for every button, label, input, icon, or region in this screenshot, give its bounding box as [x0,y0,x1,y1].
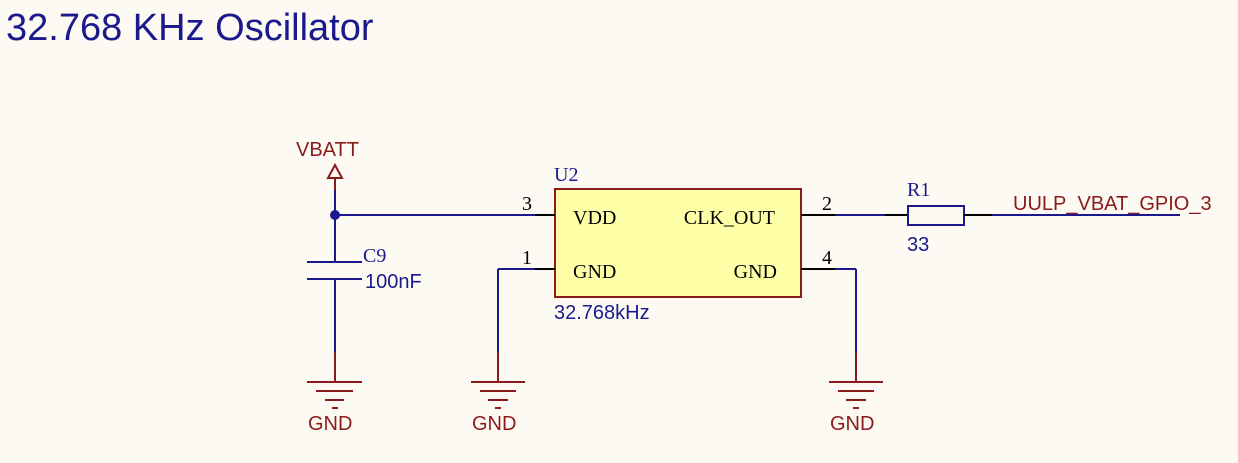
net-label[interactable]: UULP_VBAT_GPIO_3 [1013,193,1212,215]
ground-symbol-1[interactable]: GND [307,352,362,435]
resistor-body [907,205,965,226]
vbatt-power-port[interactable]: VBATT [296,139,359,190]
ic-body [554,188,802,298]
pin-name-clk-out: CLK_OUT [684,207,775,229]
pin-number-1: 1 [522,247,532,269]
resistor-designator: R1 [907,179,930,201]
junction-dot [330,210,340,220]
pin-number-2: 2 [822,193,832,215]
ic-u2[interactable]: U2 3 1 2 4 VDD GND CLK_OUT GND 32.768kHz [522,164,835,324]
pin-number-3: 3 [522,193,532,215]
vbatt-label: VBATT [296,139,359,161]
power-arrow-icon [326,162,344,179]
ground-symbol-3[interactable]: GND [829,352,883,435]
ground-label: GND [830,413,874,435]
resistor-r1[interactable]: R1 33 [907,179,965,256]
page-title: 32.768 KHz Oscillator [6,7,374,49]
capacitor-value: 100nF [365,271,422,293]
pin-name-gnd-right: GND [734,261,777,283]
ic-designator: U2 [554,164,578,186]
ground-label: GND [308,413,352,435]
pin-number-4: 4 [822,247,832,269]
pin-name-vdd: VDD [573,207,616,229]
ground-label: GND [472,413,516,435]
pin-name-gnd-left: GND [573,261,616,283]
capacitor-c9[interactable]: C9 100nF [307,245,422,293]
capacitor-designator: C9 [363,245,386,267]
resistor-value: 33 [907,234,929,256]
ic-value: 32.768kHz [554,302,650,324]
ground-symbol-2[interactable]: GND [471,352,525,435]
